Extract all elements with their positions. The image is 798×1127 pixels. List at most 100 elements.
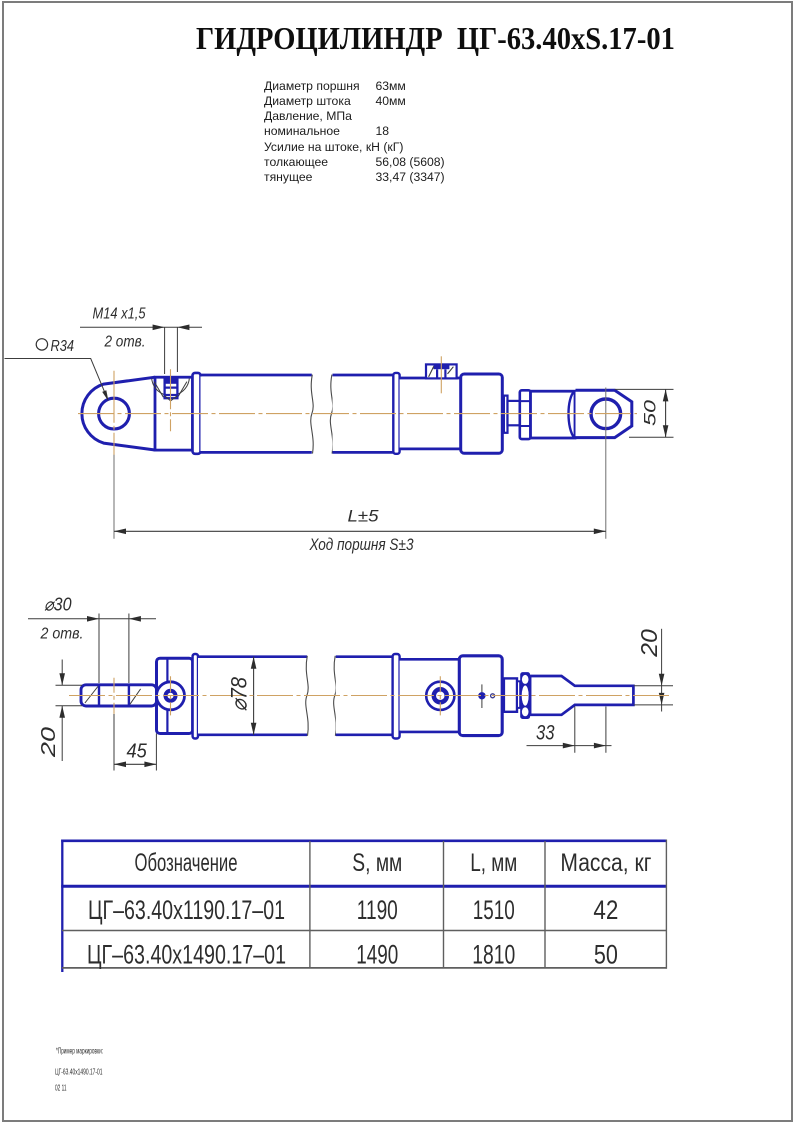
length-arrow-left (114, 528, 126, 535)
table-column-separators (309, 841, 546, 968)
dim50-arrow-up (662, 389, 669, 402)
spec-label: номинальное (264, 124, 340, 139)
eye-width-label: 50 (642, 399, 660, 426)
spec-value: 63мм (375, 79, 406, 93)
dia30-extension-lines (98, 613, 130, 683)
weld-ring-2-top (391, 652, 401, 740)
eye-radius-label: R34 (51, 338, 75, 355)
m14-arrow-left (152, 324, 165, 331)
table-cell: ЦГ–63.40х1490.17–01 (87, 940, 286, 970)
spec-row: Диаметр поршня 63мм (264, 79, 445, 94)
length-arrow-right (593, 528, 606, 535)
dim20l-arrow-down (59, 673, 65, 686)
spec-row: Давление, МПа (264, 109, 445, 124)
dim33-arrow-1 (562, 742, 575, 749)
break-line-1 (310, 374, 314, 454)
thread-spec-label: M14 x1,5 (93, 305, 146, 322)
spec-value: 33,47 (3347) (375, 169, 445, 184)
dim20l-extension-lines (55, 684, 82, 707)
table-header-s: S, мм (352, 849, 402, 877)
tube-a (200, 373, 312, 454)
table-cell: 50 (594, 940, 618, 970)
head-sleeve-top (399, 658, 460, 734)
table-header-l: L, мм (470, 849, 517, 877)
size-table: Обозначение S, мм L, мм Масса, кг ЦГ–63.… (61, 839, 668, 972)
hole-dia-label: ⌀30 (44, 595, 72, 615)
barrel-dia-label: ⌀78 (227, 676, 252, 711)
tube-a-top (198, 655, 307, 737)
dia78-arrow-up (250, 656, 257, 669)
footer-notes: *Пример маркировки: ЦГ-63.40х1490.17-01 … (55, 1046, 103, 1093)
stroke-label: Ход поршня S±3 (309, 536, 414, 554)
m14-arrow-right (177, 324, 190, 331)
spec-value: 56,08 (5608) (375, 154, 445, 169)
dim20r-arrow-1 (658, 673, 665, 686)
rod-end-thickness-label: 20 (636, 629, 662, 658)
spec-row: тянущее 33,47 (3347) (264, 170, 445, 185)
centerlines (69, 356, 670, 716)
table-header-row: Обозначение S, мм L, мм Масса, кг (135, 849, 652, 877)
dim33-arrow-2 (593, 742, 606, 749)
side-view-dimensions (4, 324, 674, 539)
block-dot (478, 692, 486, 700)
port-hatch (428, 366, 454, 378)
dim20r-arrow-2 (658, 692, 665, 705)
spec-label: Усилие на штоке, кН (кГ) (264, 139, 404, 154)
table-cell: 1810 (472, 940, 515, 970)
page-title: ГИДРОЦИЛИНДР ЦГ-63.40xS.17-01 (196, 20, 675, 56)
dim20r-extension-lines (633, 685, 673, 706)
spec-label: Диаметр поршня (264, 79, 360, 93)
table-header-designation: Обозначение (135, 849, 238, 877)
hole-count-label: 2 отв. (40, 626, 84, 643)
spec-label: Давление, МПа (264, 109, 352, 124)
dim20l-arrow-up (59, 705, 65, 718)
dim33-extension-lines (574, 706, 607, 753)
top-view-dimensions (28, 613, 673, 771)
length-extension-lines (113, 387, 607, 539)
dim50-arrow-down (662, 425, 669, 438)
tube-b (332, 373, 394, 454)
footer-note-code: 02 11 (55, 1083, 67, 1093)
nut-facet-1 (521, 674, 529, 684)
port-slot-walls (436, 369, 447, 379)
r34-circle-symbol (35, 338, 49, 351)
table-cell: ЦГ–63.40х1190.17–01 (88, 895, 285, 925)
footer-note-designation: ЦГ-63.40х1490.17-01 (55, 1067, 103, 1077)
spec-label: толкающее (264, 154, 329, 169)
footer-note-marking: *Пример маркировки: (56, 1046, 103, 1056)
plate-thickness-label: 20 (37, 726, 60, 758)
rod-end-offset-label: 33 (536, 721, 555, 745)
table-cell: 42 (593, 895, 618, 925)
m14-extension-lines (164, 327, 178, 374)
dim45-arrow-left (114, 761, 126, 768)
length-label: L±5 (348, 508, 380, 526)
table-body-rows: ЦГ–63.40х1190.17–01 1190 1510 42 ЦГ–63.4… (87, 895, 618, 970)
rod-neck-top (516, 680, 522, 709)
tube-b-top (335, 655, 393, 737)
thread-holes-label: 2 отв. (104, 334, 146, 351)
r34-arrowhead (102, 390, 109, 402)
hole-offset-label: 45 (127, 741, 148, 763)
table-header-mass: Масса, кг (560, 849, 651, 877)
spec-row: Усилие на штоке, кН (кГ) (264, 140, 445, 155)
spec-value: 40мм (375, 94, 406, 109)
table-cell: 1510 (473, 895, 515, 925)
dia78-arrow-down (250, 722, 257, 735)
dia30-arrow-right (128, 616, 141, 622)
table-cell: 1490 (356, 940, 398, 970)
dim45-arrow-right (144, 761, 157, 768)
side-view (80, 363, 634, 456)
rod-nut (518, 388, 532, 441)
table-cell: 1190 (357, 895, 398, 925)
drawing-labels: M14 x1,5 2 отв. R34 50 L±5 Ход поршня S±… (37, 305, 662, 762)
dia30-arrow-left (87, 616, 99, 622)
spec-label: тянущее (264, 169, 313, 184)
spec-row: толкающее 56,08 (5608) (264, 155, 445, 170)
thread-recess-hatch (153, 381, 188, 398)
